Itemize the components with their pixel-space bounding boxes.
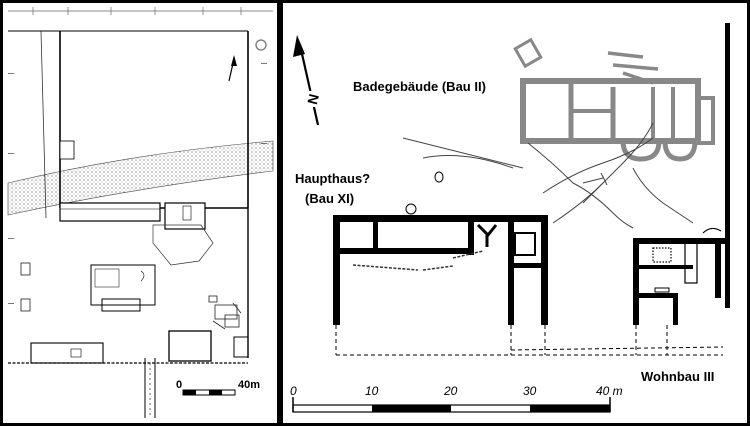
overview-plan: 0 40m — [7, 7, 274, 418]
seal-icon — [255, 39, 267, 51]
scale-tick-40: 40 m — [596, 384, 623, 398]
main-house-label-line1: Haupthaus? — [295, 171, 370, 186]
detail-plan: N — [290, 23, 730, 413]
hexagonal-building — [152, 224, 214, 266]
overview-scale-end: 40m — [238, 379, 260, 391]
scale-tick-30: 30 — [523, 384, 537, 398]
main-house-label-line2: (Bau XI) — [305, 191, 354, 206]
west-wall-building — [59, 140, 75, 160]
dwelling-interior — [652, 227, 722, 284]
dwelling-label: Wohnbau III — [641, 369, 714, 384]
bath-label: Badegebäude (Bau II) — [353, 79, 486, 94]
drainage-channels — [402, 122, 694, 229]
western-huts — [20, 262, 31, 312]
southern-buildings — [8, 330, 249, 364]
pit-features — [405, 171, 444, 215]
scale-tick-20: 20 — [443, 384, 458, 398]
overview-scale-zero: 0 — [176, 379, 182, 391]
detail-scale-bar — [292, 397, 611, 413]
reconstructed-walls — [335, 325, 724, 356]
scale-tick-0: 0 — [290, 384, 297, 398]
north-label: N — [304, 92, 322, 106]
bath-building — [513, 37, 715, 162]
overview-scale-bar — [182, 389, 236, 396]
bath-cluster — [208, 295, 242, 330]
scale-tick-10: 10 — [365, 384, 379, 398]
top-grid-markers — [8, 7, 273, 15]
main-house — [333, 215, 548, 325]
wall-fragments — [352, 250, 484, 271]
dwelling-building — [633, 23, 730, 325]
road-band — [7, 140, 274, 216]
south-road — [144, 358, 156, 418]
courtyard-building — [90, 264, 156, 312]
overview-plan-panel: 0 40m — [3, 3, 277, 423]
north-arrow-icon — [293, 35, 320, 126]
detail-plan-panel: N — [283, 3, 747, 423]
north-arrow-icon — [228, 55, 237, 82]
